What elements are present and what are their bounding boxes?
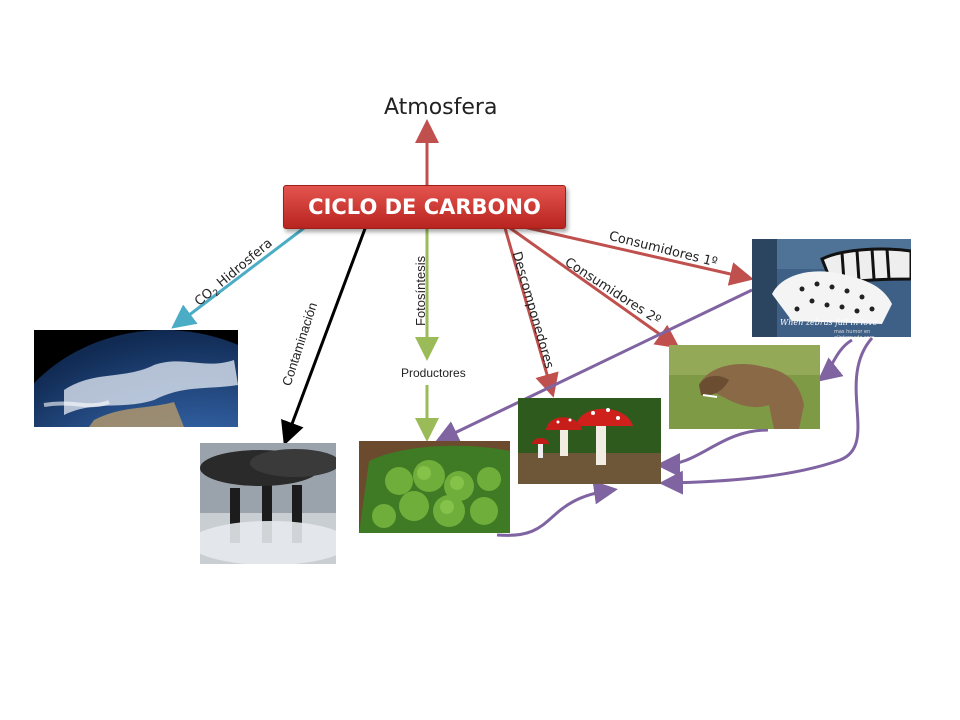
productores-label: Productores: [401, 366, 466, 380]
zebra-caption: When zebras fall in love: [780, 318, 878, 327]
arrow-zebra-to-plants: [434, 288, 753, 444]
earth-photo: [34, 330, 238, 427]
fotosintesis-label: Fotosíntesis: [413, 255, 428, 326]
mushrooms-photo: [518, 398, 661, 484]
arrow-to-consumidores1: [514, 223, 754, 286]
zebra-credit: mas humor en elinternado.com: [834, 329, 875, 337]
arrow-zebra-to-wolf: [817, 338, 853, 382]
arrow-zebra-to-mushrooms: [659, 337, 874, 495]
arrow-wolf-to-mushrooms: [656, 428, 769, 477]
diagram-title: CICLO DE CARBONO: [283, 185, 566, 229]
plants-photo: [359, 441, 510, 533]
zebra-photo: When zebras fall in love mas humor en el…: [752, 239, 911, 337]
factory-photo: [200, 443, 336, 564]
arrow-to-consumidores2: [509, 226, 680, 349]
arrow-plants-to-mushrooms: [496, 480, 618, 537]
arrow-to-descomponedores: [503, 227, 559, 398]
wolf-photo: [669, 345, 820, 429]
atmosfera-label: Atmosfera: [384, 95, 498, 120]
arrow-to-contaminacion: [281, 225, 368, 446]
arrow-to-hidrosfera: [171, 223, 309, 329]
